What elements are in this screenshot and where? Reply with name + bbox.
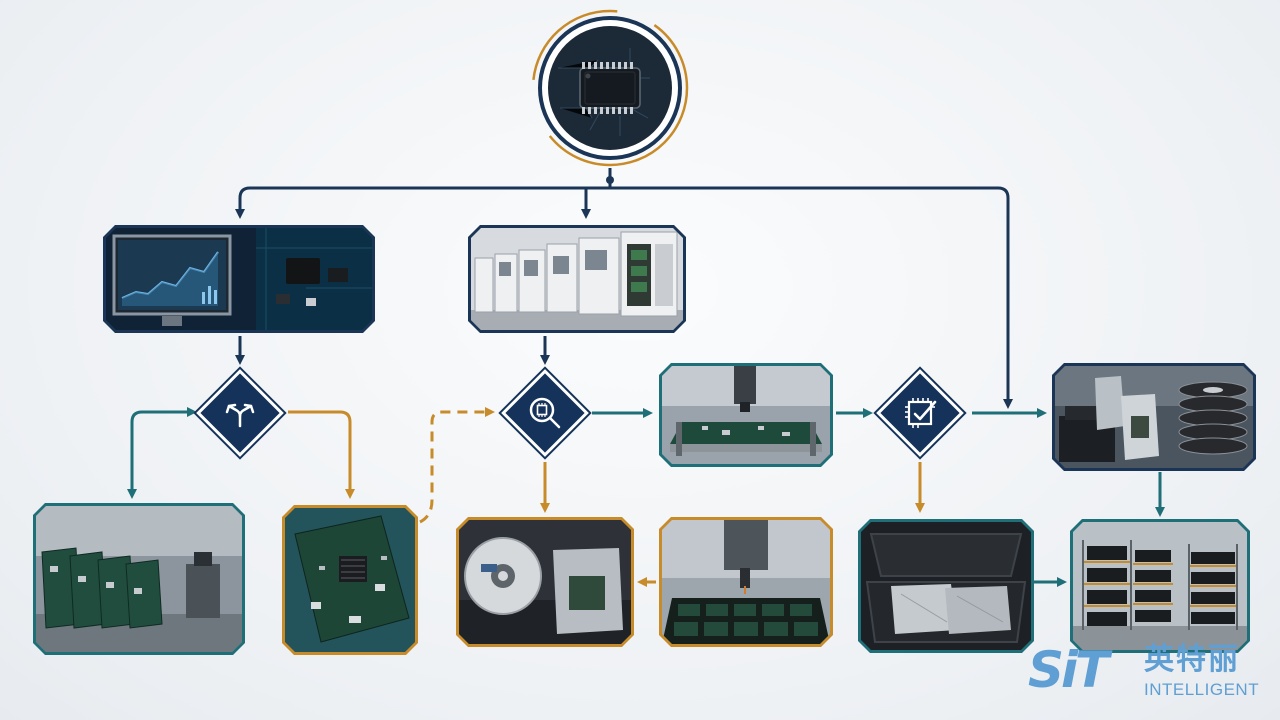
environmental-test-chambers-photo — [468, 225, 686, 333]
split-arrows-icon — [225, 403, 255, 428]
junction-dot — [606, 176, 614, 184]
tape-reel-esd-bag-photo — [456, 517, 634, 647]
gold-connectors — [288, 407, 925, 587]
pcb-closeup-photo — [282, 505, 418, 655]
pcb-test-fixture-photo — [659, 363, 833, 467]
pcb-board-line-photo — [33, 503, 245, 655]
pick-and-place-machine-photo — [659, 517, 833, 647]
teal-connectors — [127, 407, 1165, 587]
ic-chip-hub — [530, 8, 690, 168]
chip-checkmark-icon — [905, 398, 937, 428]
company-logo: SiT 英特丽 INTELLIGENT — [1028, 640, 1268, 704]
logo-mark: SiT — [1028, 641, 1109, 699]
logo-chinese-name: 英特丽 — [1144, 642, 1240, 677]
logo-english-name: INTELLIGENT — [1144, 680, 1260, 699]
inspection-decision-node — [501, 369, 589, 457]
verification-decision-node — [876, 369, 964, 457]
warehouse-shelving-photo — [1070, 519, 1250, 653]
monitor-dashboard-pcb-photo — [103, 225, 375, 333]
hub-branch-lines — [235, 168, 1013, 409]
rugged-case-esd-bags-photo — [858, 519, 1034, 653]
split-decision-node — [196, 369, 284, 457]
magnifier-chip-icon — [529, 397, 561, 429]
packaging-reels-bags-photo — [1052, 363, 1256, 471]
ic-chip-icon — [531, 9, 689, 167]
